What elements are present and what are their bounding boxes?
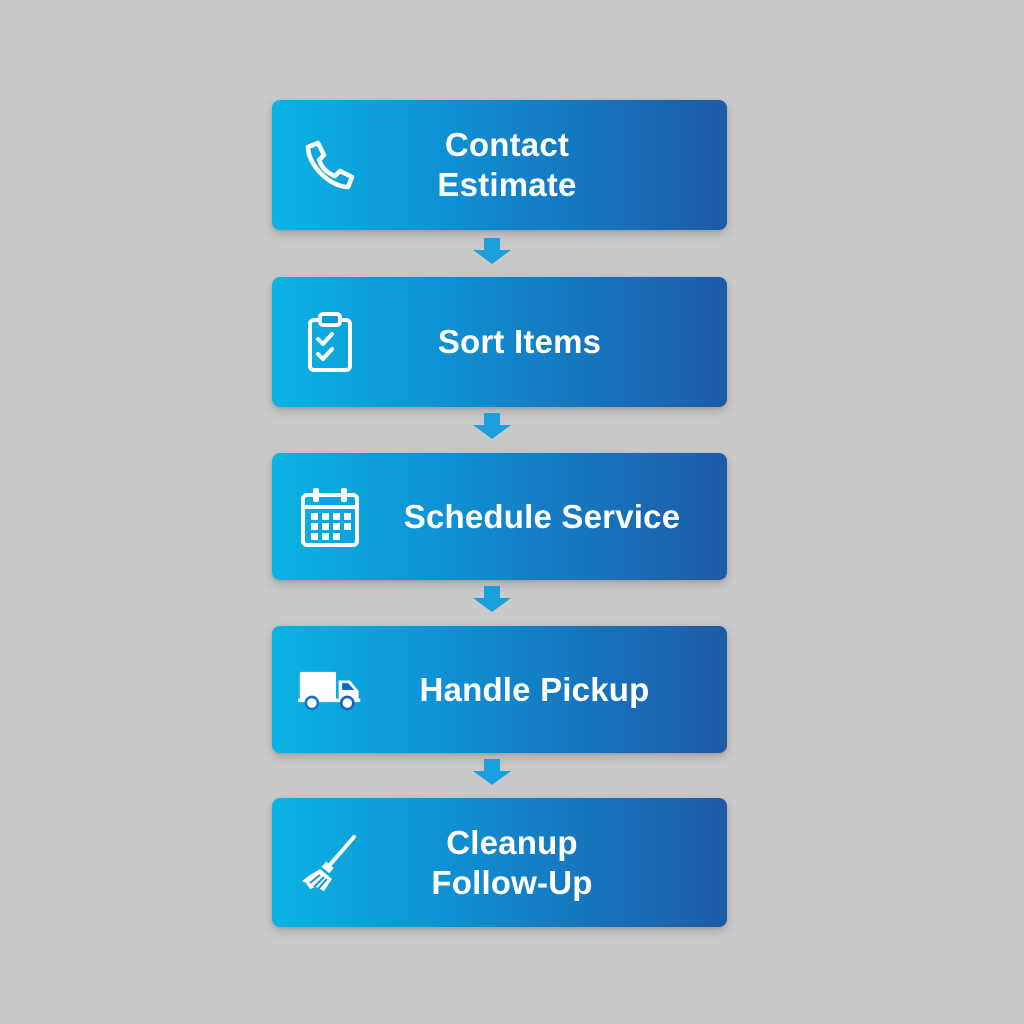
step-handle-pickup: Handle Pickup xyxy=(272,626,727,753)
step-label: Handle Pickup xyxy=(392,626,677,753)
step-label-line: Schedule Service xyxy=(403,497,681,535)
phone-icon xyxy=(298,133,362,197)
step-schedule-service: Schedule Service xyxy=(272,453,727,580)
step-label-line: Estimate xyxy=(437,166,577,203)
step-label-line: Sort Items xyxy=(437,323,602,360)
clipboard-check-icon xyxy=(298,310,362,374)
step-label-line: Cleanup xyxy=(446,823,578,861)
step-label: Sort Items xyxy=(397,277,642,407)
step-sort-items: Sort Items xyxy=(272,277,727,407)
step-label-line: Contact xyxy=(444,126,570,163)
truck-icon xyxy=(298,658,362,722)
calendar-icon xyxy=(298,485,362,549)
step-cleanup-follow-up: Cleanup Follow-Up xyxy=(272,798,727,927)
step-label: Contact Estimate xyxy=(407,100,607,230)
step-label-line: Handle Pickup xyxy=(419,670,650,708)
step-contact-estimate: Contact Estimate xyxy=(272,100,727,230)
broom-icon xyxy=(298,831,362,895)
step-label: Cleanup Follow-Up xyxy=(402,798,622,927)
step-label-line: Follow-Up xyxy=(431,863,593,901)
step-label: Schedule Service xyxy=(382,453,702,580)
